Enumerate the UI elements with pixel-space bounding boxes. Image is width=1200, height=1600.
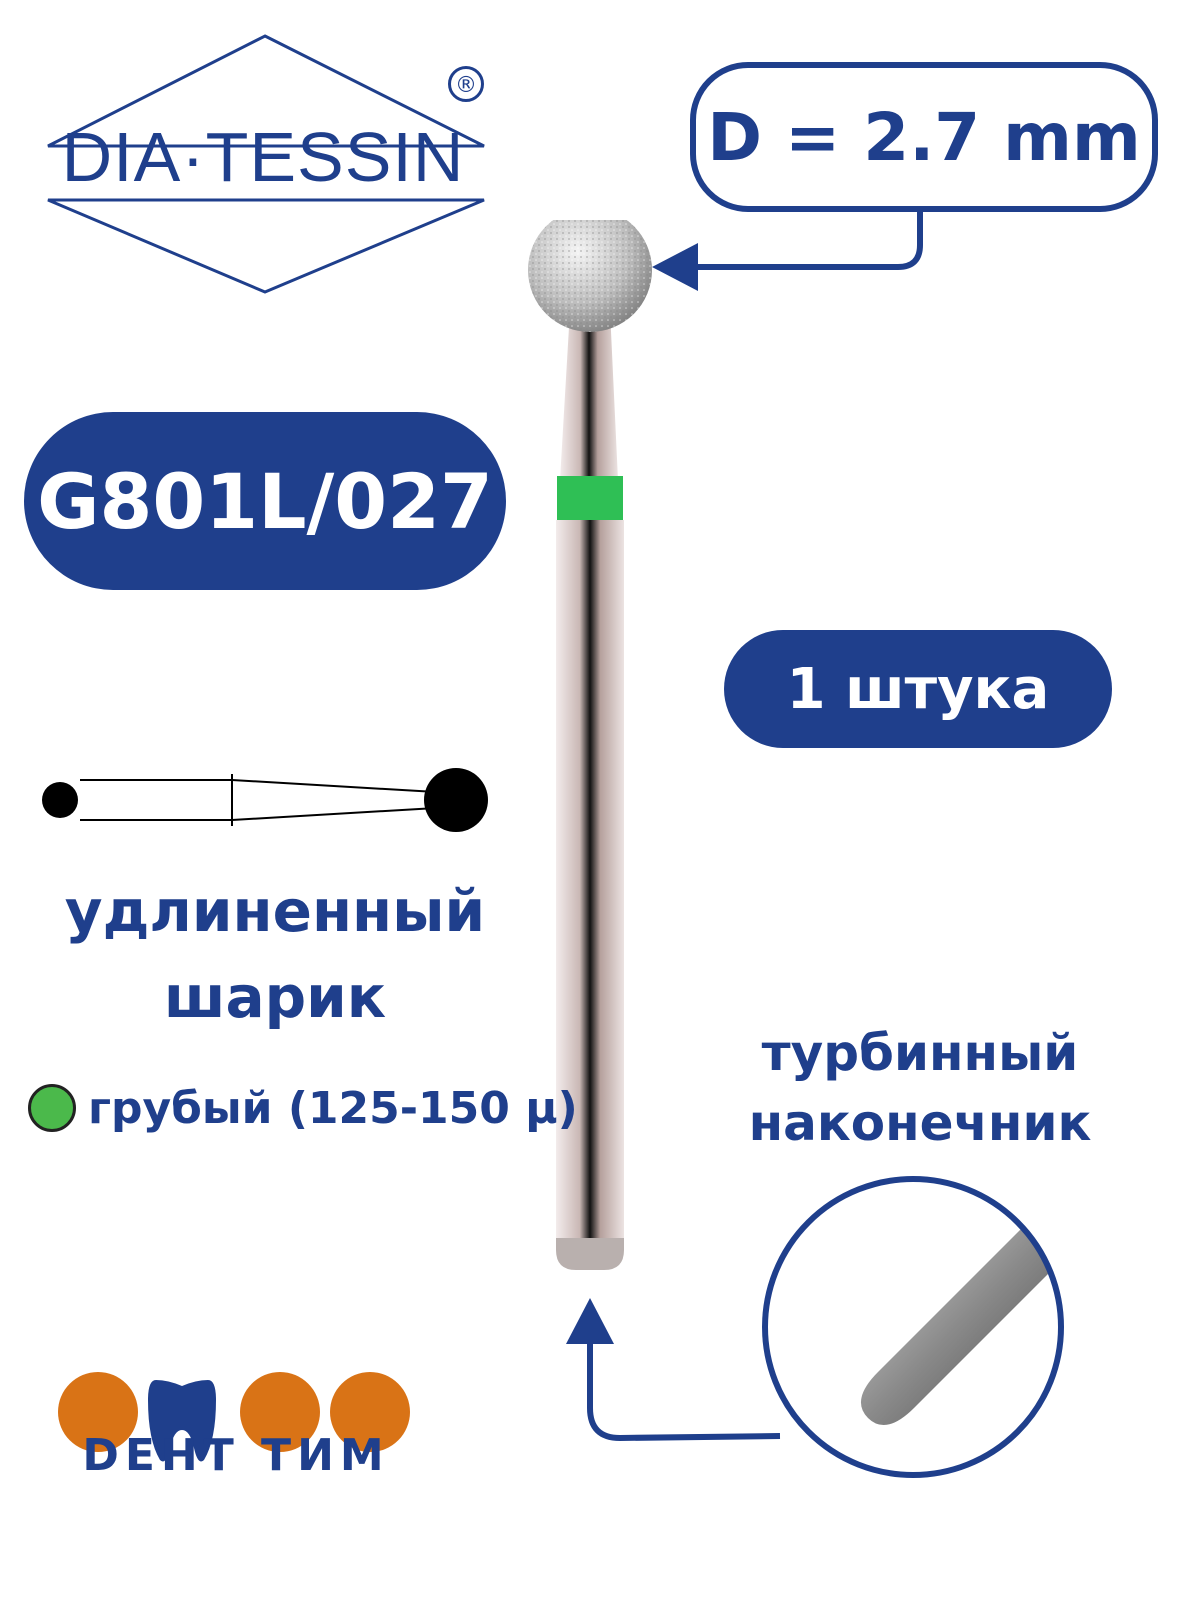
quantity-badge: 1 штука	[724, 630, 1112, 748]
shank-type-line2: наконечник	[748, 1094, 1092, 1152]
orange-dot-icon	[58, 1372, 138, 1452]
registered-mark: ®	[448, 66, 484, 102]
shank-type-label: турбинный наконечник	[700, 1018, 1140, 1158]
seller-logo	[58, 1372, 410, 1462]
tooth-icon	[148, 1380, 216, 1462]
orange-dot-icon	[330, 1372, 410, 1452]
seller-name: DEНТ ТИМ	[82, 1430, 390, 1481]
green-grit-dot-icon	[28, 1084, 76, 1132]
orange-dot-icon	[240, 1372, 320, 1452]
shank-type-line1: турбинный	[761, 1024, 1079, 1082]
shape-label-line2: шарик	[163, 963, 387, 1031]
dental-bur-image	[528, 220, 652, 1270]
diameter-label: D = 2.7 mm	[690, 62, 1158, 212]
shape-label-line1: удлиненный	[64, 877, 486, 945]
brand-name: DIA·TESSIN	[61, 118, 465, 196]
shape-label: удлиненный шарик	[30, 868, 520, 1040]
grit-label: грубый (125-150 μ)	[88, 1082, 578, 1134]
diameter-arrow	[652, 210, 923, 291]
shank-zoom-image	[762, 1176, 1064, 1478]
shank-arrow	[566, 1298, 781, 1442]
ball-shape-icon	[42, 768, 488, 832]
model-code-badge: G801L/027	[24, 412, 506, 590]
grit-row: грубый (125-150 μ)	[28, 1076, 588, 1140]
brand-logo	[47, 34, 485, 294]
